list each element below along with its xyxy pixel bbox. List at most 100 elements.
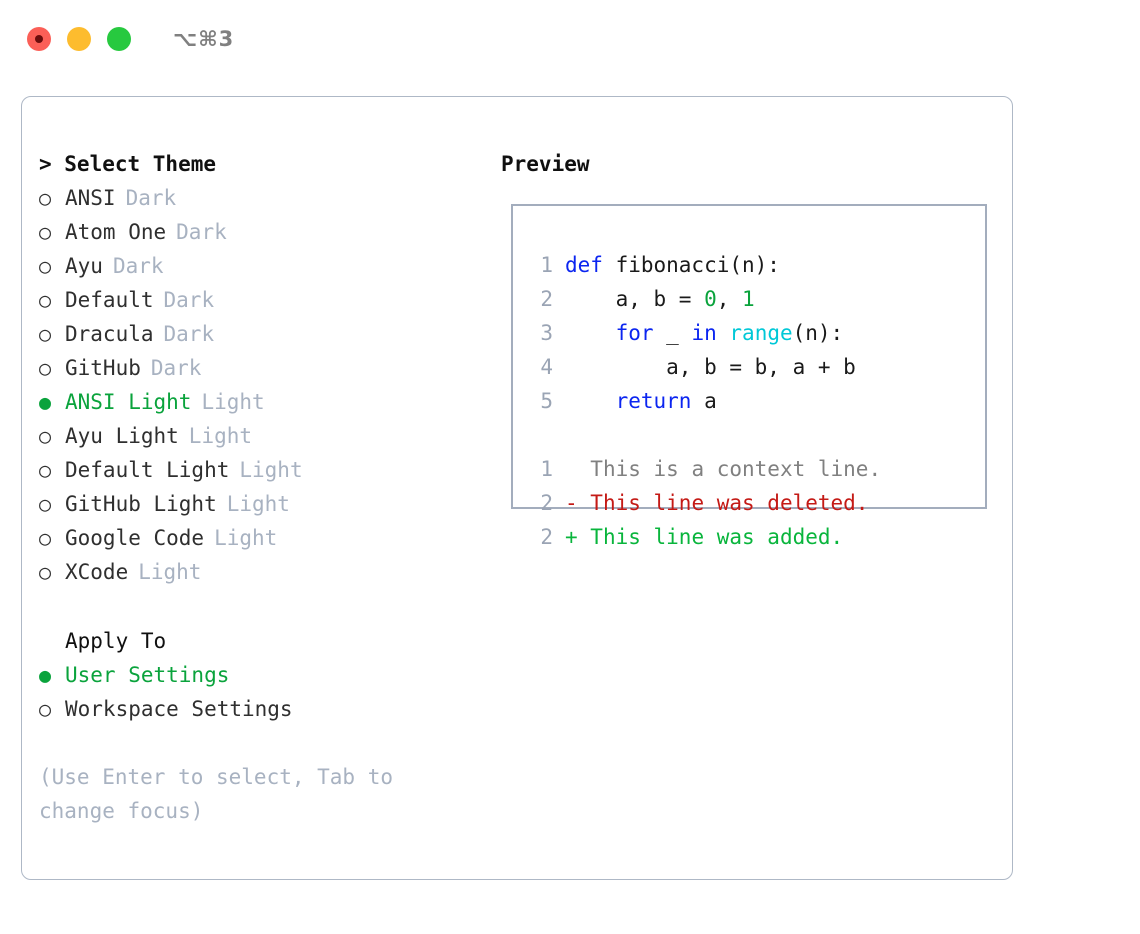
theme-list-item[interactable]: ○ GitHub Light Light — [39, 487, 489, 521]
theme-name: ANSI — [65, 186, 116, 210]
theme-mode-badge: Light — [239, 458, 303, 482]
code-token: in — [691, 321, 717, 345]
preview-title: Preview — [501, 152, 590, 176]
code-text: a, b = 0, 1 — [565, 282, 755, 316]
code-token: (n): — [792, 321, 844, 345]
theme-list-item[interactable]: ○ GitHub Dark — [39, 351, 489, 385]
theme-mode-badge: Light — [201, 390, 265, 414]
radio-unselected-icon: ○ — [39, 560, 52, 584]
radio-unselected-icon: ○ — [39, 220, 52, 244]
radio-unselected-icon: ○ — [39, 288, 52, 312]
diff-text: This line was deleted. — [577, 491, 869, 515]
theme-mode-badge: Light — [226, 492, 290, 516]
close-button[interactable] — [27, 27, 51, 51]
diff-marker — [565, 452, 578, 486]
theme-name: XCode — [65, 560, 129, 584]
select-theme-header: > Select Theme — [39, 152, 217, 176]
code-line: 4 a, b = b, a + b — [531, 350, 881, 384]
code-text: def fibonacci(n): — [565, 248, 780, 282]
theme-mode-badge: Light — [138, 560, 202, 584]
line-number: 4 — [540, 355, 553, 379]
code-token: a, b = — [565, 287, 705, 311]
diff-marker: + — [565, 525, 578, 549]
diff-text: This is a context line. — [577, 457, 882, 481]
radio-unselected-icon: ○ — [39, 526, 52, 550]
apply-to-header: Apply To — [65, 629, 167, 653]
theme-list-item[interactable]: ○ XCode Light — [39, 555, 489, 589]
apply-to-option[interactable]: ●User Settings — [39, 658, 489, 692]
radio-unselected-icon: ○ — [39, 697, 52, 721]
theme-mode-badge: Dark — [150, 356, 202, 380]
code-line: 3 for _ in range(n): — [531, 316, 881, 350]
diff-line: 1 This is a context line. — [531, 452, 881, 486]
radio-unselected-icon: ○ — [39, 186, 52, 210]
radio-unselected-icon: ○ — [39, 424, 52, 448]
code-token — [565, 389, 616, 413]
code-token: _ — [653, 321, 692, 345]
theme-name: Dracula — [65, 322, 154, 346]
line-number: 1 — [540, 457, 553, 481]
theme-name: ANSI Light — [65, 390, 192, 414]
code-token: def — [565, 253, 616, 277]
radio-unselected-icon: ○ — [39, 492, 52, 516]
theme-mode-badge: Light — [188, 424, 253, 448]
apply-to-label: Workspace Settings — [65, 697, 293, 721]
theme-list-item[interactable]: ○ ANSI Dark — [39, 181, 489, 215]
theme-name: GitHub Light — [65, 492, 217, 516]
code-token: a — [691, 389, 717, 413]
zoom-button[interactable] — [107, 27, 131, 51]
code-text: for _ in range(n): — [565, 316, 844, 350]
line-number: 5 — [540, 389, 553, 413]
code-token — [565, 321, 616, 345]
theme-name: GitHub — [65, 356, 141, 380]
code-token: for — [615, 321, 654, 345]
code-token: a, b = b, a + b — [565, 355, 856, 379]
theme-name: Google Code — [65, 526, 205, 550]
theme-name: Ayu — [65, 254, 103, 278]
radio-unselected-icon: ○ — [39, 356, 52, 380]
line-number: 2 — [540, 491, 553, 515]
theme-mode-badge: Dark — [125, 186, 177, 210]
theme-list-item[interactable]: ○ Ayu Light Light — [39, 419, 489, 453]
line-number: 2 — [540, 287, 553, 311]
theme-mode-badge: Dark — [176, 220, 227, 244]
theme-name: Ayu Light — [65, 424, 179, 448]
code-preview-spacer — [531, 418, 881, 452]
theme-list-item[interactable]: ○ Default Dark — [39, 283, 489, 317]
apply-to-list: ●User Settings ○ Workspace Settings — [39, 658, 489, 726]
code-text: return a — [565, 384, 717, 418]
minimize-button[interactable] — [67, 27, 91, 51]
window-titlebar: ⌥⌘3 — [0, 0, 1140, 78]
theme-mode-badge: Dark — [112, 254, 164, 278]
recording-indicator-icon — [35, 35, 43, 43]
line-number: 3 — [540, 321, 553, 345]
theme-name: Default Light — [65, 458, 230, 482]
theme-list-item[interactable]: ● ANSI Light Light — [39, 385, 489, 419]
diff-text: This line was added. — [577, 525, 844, 549]
apply-to-option[interactable]: ○ Workspace Settings — [39, 692, 489, 726]
keyboard-shortcut-label: ⌥⌘3 — [173, 27, 235, 51]
theme-mode-badge: Dark — [163, 322, 215, 346]
diff-marker: - — [565, 491, 578, 515]
code-token: 0 — [704, 287, 717, 311]
code-token: return — [615, 389, 692, 413]
code-line: 1 def fibonacci(n): — [531, 248, 881, 282]
line-number: 1 — [540, 253, 553, 277]
diff-line: 2- This line was deleted. — [531, 486, 881, 520]
radio-selected-icon: ● — [39, 390, 52, 414]
code-token: , — [716, 287, 743, 311]
code-token: fibonacci(n): — [615, 253, 780, 277]
theme-name: Default — [65, 288, 154, 312]
apply-to-label: User Settings — [65, 663, 230, 687]
theme-mode-badge: Dark — [163, 288, 215, 312]
